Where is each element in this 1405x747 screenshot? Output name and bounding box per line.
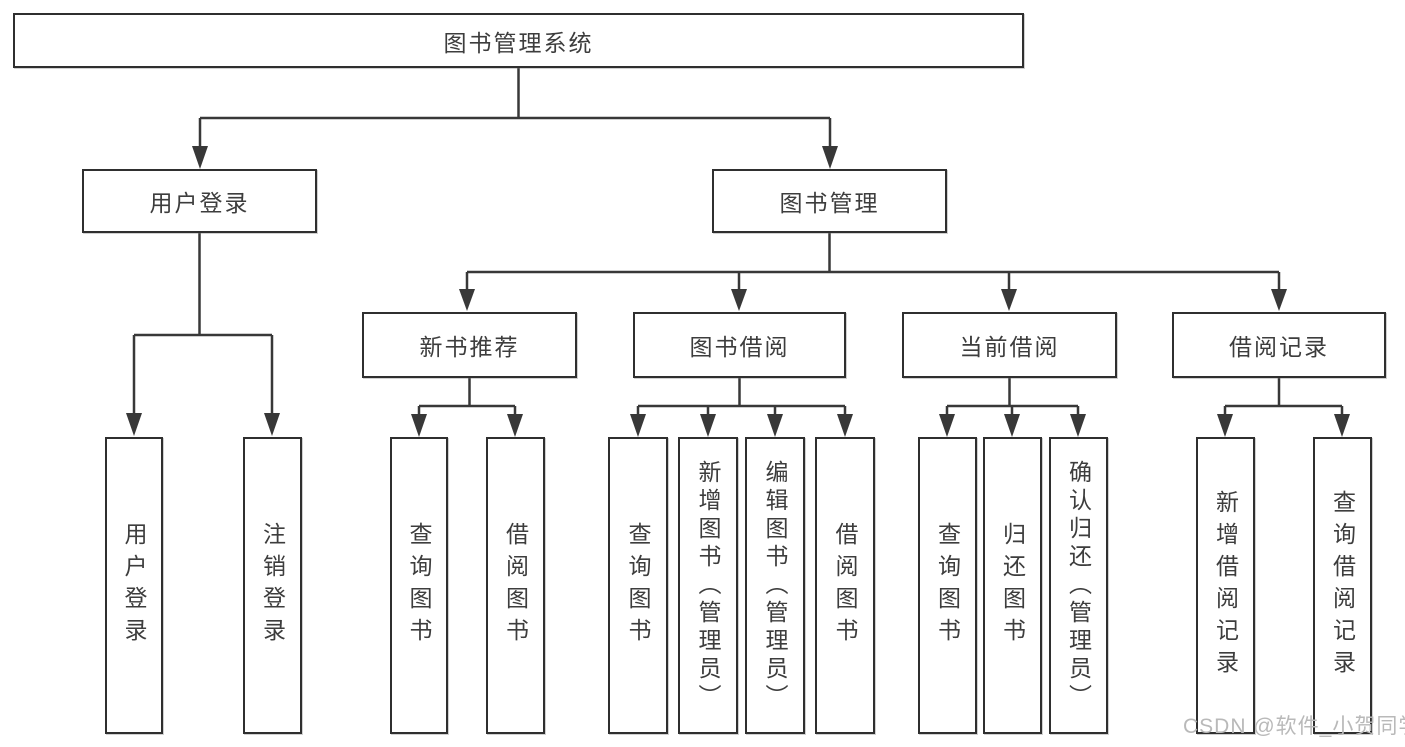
leaf-borrow-book-1: 借阅图书	[486, 437, 545, 734]
leaf-borrow-book-2-label: 借阅图书	[832, 521, 858, 650]
leaf-logout: 注销登录	[243, 437, 302, 734]
node-root-label: 图书管理系统	[443, 29, 594, 56]
leaf-query-book-2: 查询图书	[608, 437, 668, 734]
leaf-add-book-admin: 新增图书（管理员）	[678, 437, 738, 734]
node-book-management-label: 图书管理	[779, 190, 880, 216]
leaf-user-login: 用户登录	[105, 437, 163, 734]
node-current-borrow: 当前借阅	[902, 312, 1117, 378]
leaf-add-borrow-record: 新增借阅记录	[1196, 437, 1255, 734]
node-book-borrow: 图书借阅	[633, 312, 846, 378]
node-borrow-record-label: 借阅记录	[1229, 334, 1329, 360]
leaf-query-book-2-label: 查询图书	[625, 521, 651, 650]
node-user-login-label: 用户登录	[149, 190, 250, 216]
leaf-logout-label: 注销登录	[259, 521, 286, 650]
csdn-watermark: CSDN @软件_小贺同学	[1183, 715, 1405, 738]
node-current-borrow-label: 当前借阅	[959, 334, 1060, 360]
leaf-edit-book-admin-label: 编辑图书（管理员）	[762, 459, 788, 712]
node-borrow-record: 借阅记录	[1172, 312, 1386, 378]
leaf-edit-book-admin: 编辑图书（管理员）	[745, 437, 805, 734]
leaf-query-book-3-label: 查询图书	[934, 521, 961, 650]
leaf-add-borrow-record-label: 新增借阅记录	[1212, 489, 1239, 682]
leaf-borrow-book-2: 借阅图书	[815, 437, 875, 734]
leaf-return-book-label: 归还图书	[999, 521, 1026, 650]
node-book-borrow-label: 图书借阅	[689, 334, 790, 360]
leaf-add-book-admin-label: 新增图书（管理员）	[695, 459, 721, 712]
leaf-query-borrow-record: 查询借阅记录	[1313, 437, 1372, 734]
leaf-user-login-label: 用户登录	[121, 521, 147, 650]
leaf-query-book-3: 查询图书	[918, 437, 977, 734]
leaf-confirm-return-admin-label: 确认归还（管理员）	[1065, 459, 1092, 712]
leaf-query-borrow-record-label: 查询借阅记录	[1329, 489, 1356, 682]
leaf-query-book-1-label: 查询图书	[406, 521, 432, 650]
leaf-confirm-return-admin: 确认归还（管理员）	[1049, 437, 1108, 734]
node-root: 图书管理系统	[13, 13, 1024, 68]
node-new-book-recommend-label: 新书推荐	[419, 334, 520, 360]
leaf-borrow-book-1-label: 借阅图书	[502, 521, 529, 650]
node-user-login: 用户登录	[82, 169, 317, 233]
leaf-query-book-1: 查询图书	[390, 437, 448, 734]
node-new-book-recommend: 新书推荐	[362, 312, 577, 378]
node-book-management: 图书管理	[712, 169, 947, 233]
leaf-return-book: 归还图书	[983, 437, 1042, 734]
